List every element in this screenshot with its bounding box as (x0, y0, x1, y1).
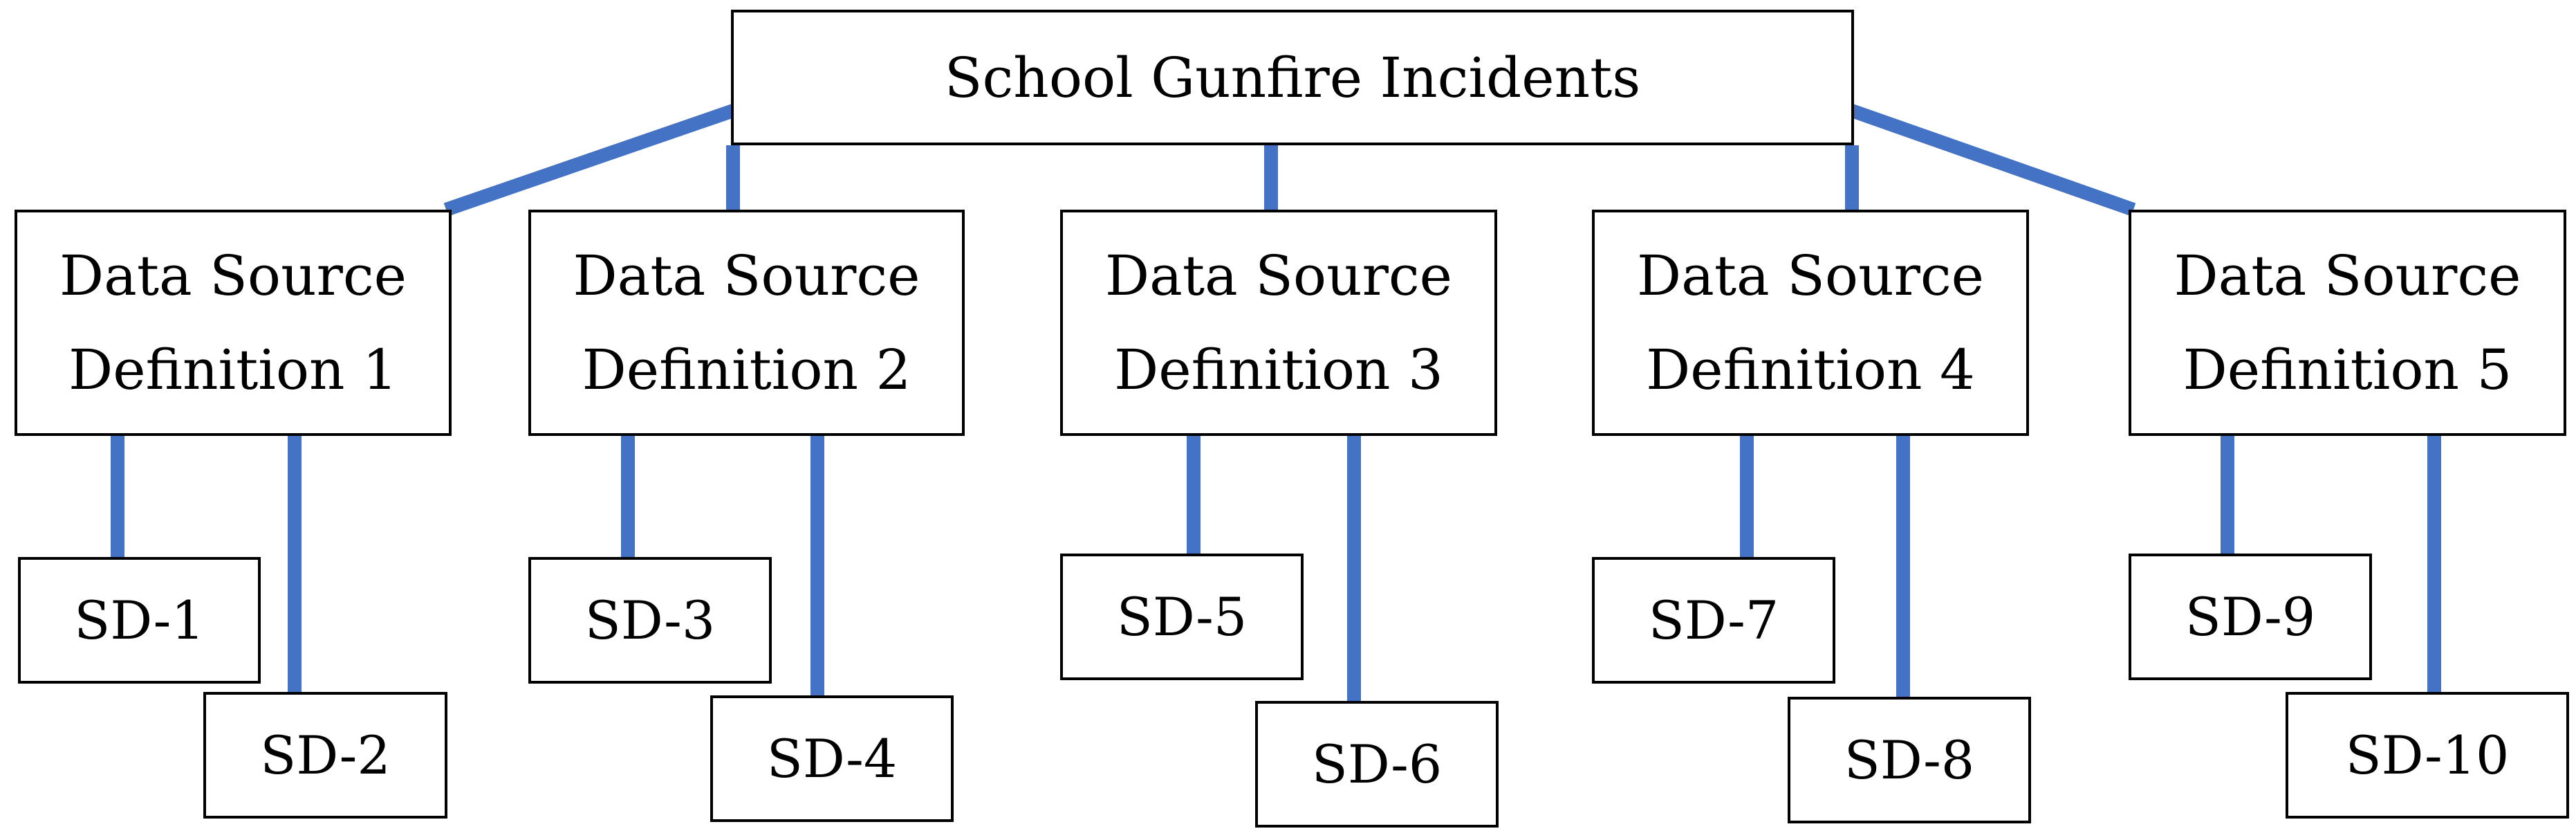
source-label: SD-6 (1311, 733, 1443, 795)
definition-label: Data Source Definition 4 (1637, 243, 1984, 402)
definition-node-1: Data Source Definition 1 (15, 210, 452, 436)
source-label: SD-5 (1116, 586, 1248, 648)
definition-node-4: Data Source Definition 4 (1592, 210, 2029, 436)
definition-node-2: Data Source Definition 2 (528, 210, 965, 436)
root-node: School Gunfire Incidents (731, 10, 1854, 145)
source-node-2: SD-2 (203, 692, 447, 819)
source-label: SD-7 (1648, 590, 1779, 651)
root-label: School Gunfire Incidents (944, 45, 1641, 110)
definition-label: Data Source Definition 5 (2174, 243, 2521, 402)
definition-label: Data Source Definition 1 (59, 243, 407, 402)
source-node-6: SD-6 (1255, 701, 1499, 828)
connector-root-def5 (1849, 104, 2136, 217)
source-node-5: SD-5 (1060, 554, 1304, 680)
source-node-3: SD-3 (528, 557, 772, 684)
source-node-9: SD-9 (2129, 554, 2372, 680)
source-node-10: SD-10 (2286, 692, 2569, 819)
definition-label: Data Source Definition 3 (1105, 243, 1452, 402)
definition-label: Data Source Definition 2 (573, 243, 920, 402)
source-node-8: SD-8 (1788, 697, 2031, 823)
source-label: SD-3 (584, 590, 716, 651)
definition-node-3: Data Source Definition 3 (1060, 210, 1497, 436)
source-label: SD-10 (2345, 724, 2510, 786)
source-node-4: SD-4 (710, 695, 954, 822)
source-node-1: SD-1 (18, 557, 261, 684)
source-label: SD-2 (260, 724, 391, 786)
source-label: SD-9 (2185, 586, 2316, 648)
source-label: SD-8 (1844, 729, 1975, 791)
source-label: SD-4 (766, 728, 898, 789)
source-node-7: SD-7 (1592, 557, 1835, 684)
connector-root-def1 (443, 104, 736, 217)
source-label: SD-1 (74, 590, 205, 651)
definition-node-5: Data Source Definition 5 (2129, 210, 2566, 436)
